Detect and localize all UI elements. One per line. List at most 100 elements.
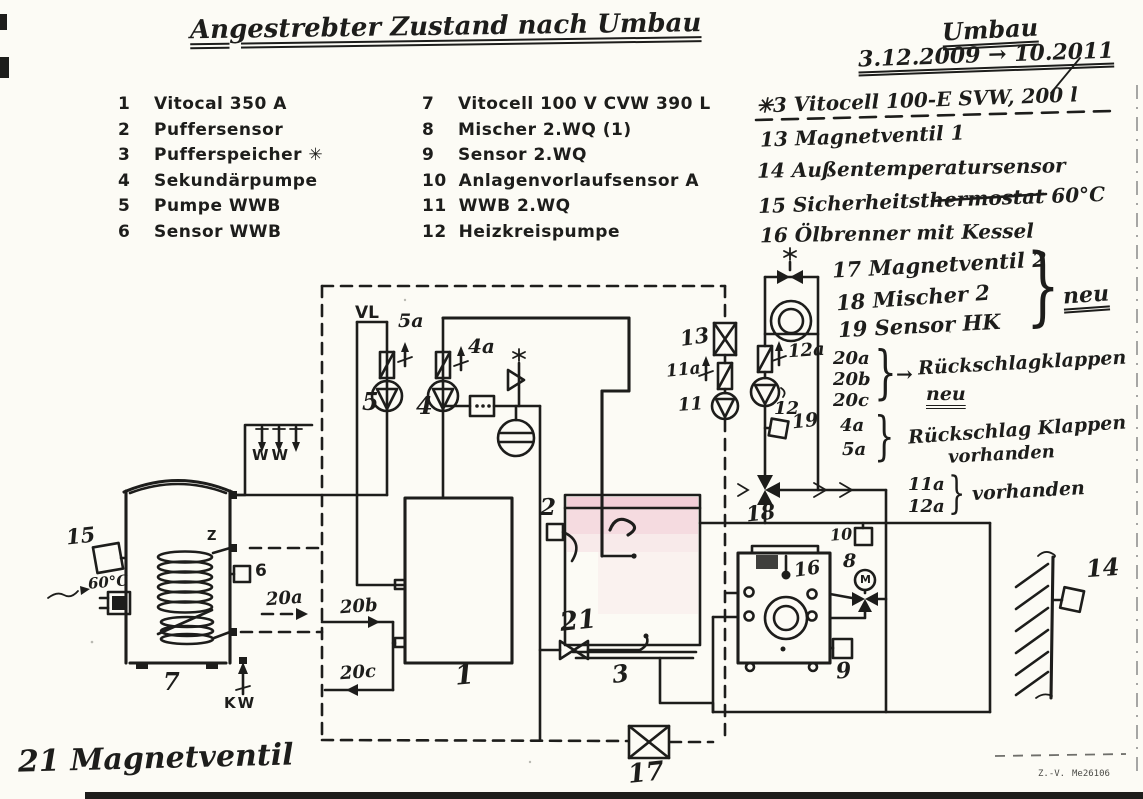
- legend-num: 11: [422, 196, 447, 216]
- legend-label: Sekundärpumpe: [154, 170, 318, 191]
- ww-arrows: [255, 425, 303, 452]
- pump-11-label: 11: [677, 393, 704, 416]
- note-20-arrow: →: [896, 362, 913, 386]
- heat-pump-unit-1: [393, 496, 514, 665]
- unit-1-label: 1: [453, 659, 476, 692]
- brace-20abc: }: [874, 338, 897, 406]
- valve-13-label: 13: [678, 322, 711, 351]
- sensor-19-label: 19: [790, 408, 820, 434]
- legend-num: 5: [118, 196, 131, 216]
- sensor-2-label: 2: [540, 494, 557, 521]
- vl-label: VL: [355, 303, 379, 323]
- scan-artifacts: [0, 14, 1143, 799]
- brace-11a-12a: }: [948, 468, 966, 519]
- thermostat-15-label: 15: [64, 521, 97, 550]
- legend-middle: 7 Vitocell 100 V CVW 390 L 8 Mischer 2.WQ …: [422, 94, 711, 242]
- note-20b: 20b: [833, 369, 871, 390]
- legend-label: Anlagenvorlaufsensor A: [458, 170, 699, 191]
- annotation-strokes: [754, 57, 1114, 203]
- legend-num: 2: [118, 119, 131, 140]
- ww-label: WW: [252, 446, 292, 464]
- tank-3-label: 3: [609, 657, 631, 690]
- brace-17-19: }: [1026, 236, 1060, 336]
- pump-4-label: 4: [416, 391, 433, 420]
- legend-num: 8: [422, 119, 435, 140]
- note-neu-17-19: neu: [1062, 280, 1110, 310]
- footer-print-code-right: Me26106: [1072, 769, 1110, 779]
- legend-item: 11 WWB 2.WQ: [422, 196, 711, 216]
- page-title: Angestrebter Zustand nach Umbau: [189, 8, 702, 46]
- legend-item: 6 Sensor WWB: [118, 222, 323, 242]
- legend-num: 10: [422, 170, 447, 191]
- legend-num: 3: [118, 145, 131, 165]
- check-5a-label: 5a: [398, 310, 424, 332]
- legend-item: 7 Vitocell 100 V CVW 390 L: [422, 94, 711, 114]
- legend-label: Vitocal 350 A: [154, 94, 287, 114]
- legend-label: WWB 2.WQ: [458, 196, 571, 216]
- note-20c: 20c: [833, 390, 870, 411]
- legend-label: Heizkreispumpe: [458, 221, 620, 242]
- legend-item: 8 Mischer 2.WQ (1): [422, 120, 711, 140]
- legend-item: 4 Sekundärpumpe: [118, 171, 323, 191]
- legend-item: 3 Pufferspeicher ✳: [118, 145, 323, 165]
- safety-group: [441, 348, 542, 458]
- footer-handnote: 21 Magnetventil: [17, 737, 294, 780]
- sensor-14-label: 14: [1084, 551, 1121, 584]
- z-label: Z: [207, 529, 217, 544]
- storage-tank-7: [47, 479, 324, 696]
- legend-item: 5 Pumpe WWB: [118, 196, 323, 216]
- kw-label: KW: [224, 694, 257, 712]
- legend-label: Vitocell 100 V CVW 390 L: [458, 94, 711, 114]
- boiler-16-group: [711, 521, 888, 673]
- note-item-14: 14 Außentemperatursensor: [756, 153, 1066, 183]
- note-20a: 20a: [833, 348, 870, 369]
- magnet-valve-17: [627, 724, 671, 760]
- pipe-return-loops: [441, 316, 992, 742]
- line-20b-20c-stubs: [320, 616, 397, 696]
- legend-num: 4: [118, 170, 131, 191]
- legend-num: 7: [422, 94, 435, 114]
- legend-label: Pufferspeicher ✳: [154, 145, 324, 165]
- legend-num: 12: [422, 221, 447, 242]
- wwb-pump-circuit: [228, 316, 469, 587]
- legend-num: 9: [422, 145, 435, 165]
- magnet-valve-13-line: [698, 321, 740, 421]
- legend-num: 6: [118, 221, 131, 242]
- note-5a: 5a: [842, 439, 867, 460]
- check-12a-label: 12a: [787, 338, 826, 363]
- brace-4a-5a: }: [874, 407, 895, 467]
- outdoor-wall-sensor-14: [1014, 551, 1086, 700]
- mixer-18-label: 18: [744, 498, 777, 527]
- boiler-16-label: 16: [792, 556, 822, 582]
- legend-label: Mischer 2.WQ (1): [458, 119, 632, 140]
- asterisk-mark: [783, 247, 797, 261]
- valve-21-label: 21: [558, 604, 598, 638]
- buffer-tank-3: [538, 389, 702, 661]
- sensor-6-label: 6: [255, 561, 267, 581]
- line-20a-label: 20a: [265, 586, 304, 611]
- valve-17-label: 17: [626, 756, 666, 790]
- note-item-16: 16 Ölbrenner mit Kessel: [759, 218, 1035, 248]
- sensor-9-label: 9: [834, 657, 853, 685]
- dashed-control-boundary: [320, 284, 727, 744]
- check-4a-label: 4a: [468, 334, 495, 358]
- temp-60c-label: 60°C: [87, 571, 129, 593]
- line-20c-label: 20c: [339, 660, 377, 685]
- legend-label: Sensor WWB: [154, 221, 282, 242]
- note-4a: 4a: [840, 415, 865, 436]
- note-11a: 11a: [908, 474, 945, 495]
- legend-label: Pumpe WWB: [154, 196, 281, 216]
- footer-print-code-left: Z.-V.: [1038, 769, 1066, 779]
- mixer-8-motor-label: M: [860, 573, 871, 586]
- legend-item: 12 Heizkreispumpe: [422, 222, 711, 242]
- hk-riser-circuit: [737, 247, 888, 525]
- asterisk-mark: [512, 348, 526, 362]
- thermostat-15-symbol: [91, 541, 125, 575]
- pump-12-label: 12: [774, 398, 800, 419]
- note-rueckschlag-neu-note: neu: [926, 383, 966, 405]
